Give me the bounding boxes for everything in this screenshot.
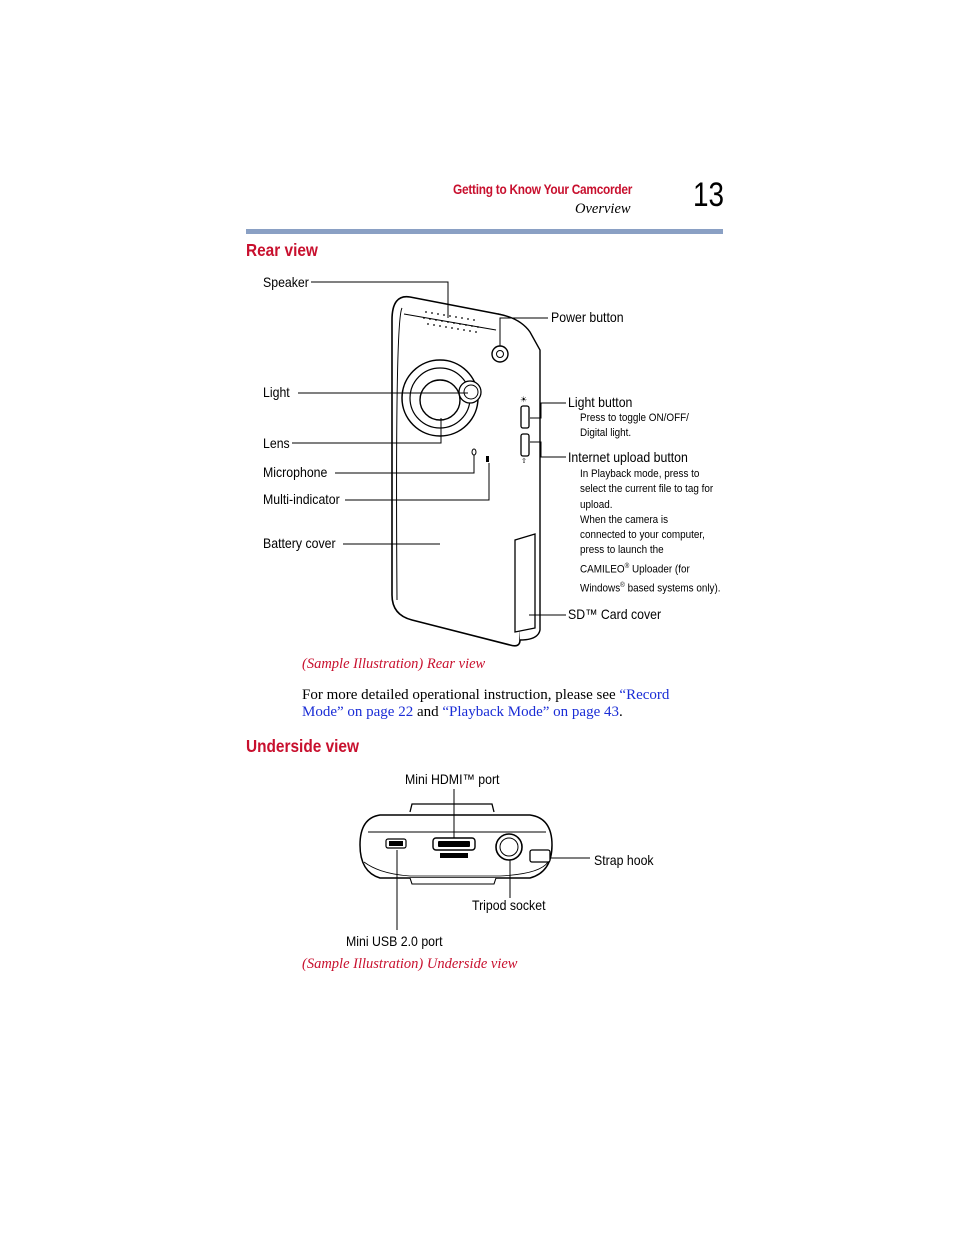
label-multi-indicator: Multi-indicator	[263, 491, 340, 507]
light-lamp	[463, 384, 479, 400]
label-mini-usb-port: Mini USB 2.0 port	[346, 933, 443, 949]
label-mini-hdmi-port: Mini HDMI™ port	[405, 771, 500, 787]
sd-card-cover-shape	[514, 533, 536, 633]
underside-view-heading: Underside view	[246, 736, 359, 756]
rear-view-caption: (Sample Illustration) Rear view	[302, 656, 486, 672]
label-sd-card-cover: SD™ Card cover	[568, 606, 662, 622]
speaker-grille	[423, 311, 479, 333]
svg-text:⇧: ⇧	[521, 457, 527, 465]
playback-mode-link[interactable]: “Playback Mode” on page 43	[442, 704, 619, 720]
strap-hook-shape	[529, 849, 551, 863]
label-battery-cover: Battery cover	[263, 535, 336, 551]
svg-text:☀: ☀	[520, 395, 527, 404]
label-microphone: Microphone	[263, 464, 328, 480]
light-button-description: Press to toggle ON/OFF/ Digital light.	[580, 412, 689, 440]
light-button-shape	[520, 405, 530, 429]
multi-indicator-led	[486, 456, 489, 462]
lens-glass	[419, 379, 461, 421]
upload-button-shape	[520, 433, 530, 457]
label-light-button: Light button	[568, 394, 633, 410]
chapter-title: Getting to Know Your Camcorder	[453, 182, 633, 197]
rear-view-heading: Rear view	[246, 240, 318, 260]
label-speaker: Speaker	[263, 274, 309, 290]
instruction-paragraph: For more detailed operational instructio…	[302, 687, 670, 720]
label-lens: Lens	[263, 435, 290, 451]
label-internet-upload-button: Internet upload button	[568, 449, 688, 465]
label-strap-hook: Strap hook	[594, 852, 654, 868]
header-rule	[246, 229, 723, 234]
upload-button-description: In Playback mode, press to select the cu…	[580, 468, 721, 595]
section-title: Overview	[575, 201, 631, 217]
record-mode-link[interactable]: “Record Mode” on page 22	[302, 687, 670, 720]
underside-top-bump	[409, 803, 495, 813]
label-tripod-socket: Tripod socket	[472, 897, 546, 913]
underside-view-caption: (Sample Illustration) Underside view	[302, 956, 518, 972]
label-power-button: Power button	[551, 309, 624, 325]
label-light: Light	[263, 384, 290, 400]
page-number: 13	[693, 176, 725, 214]
